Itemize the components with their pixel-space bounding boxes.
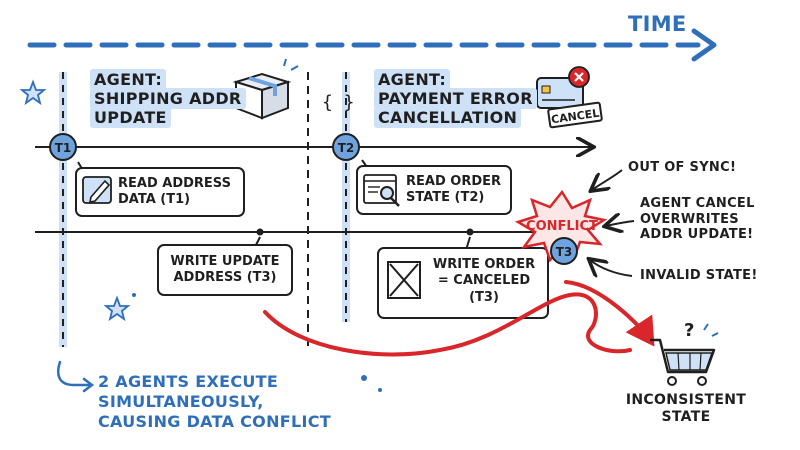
- overwrite-line3: ADDR UPDATE!: [640, 227, 754, 243]
- write-update-text: WRITE UPDATE ADDRESS (T3): [158, 254, 292, 287]
- read-address-text: READ ADDRESS DATA (T1): [118, 176, 231, 209]
- shopping-cart-icon: ?: [650, 320, 719, 386]
- write-update-line2: ADDRESS (T3): [173, 270, 277, 286]
- marker-t2: T2: [332, 133, 360, 161]
- marker-t3-label: T3: [556, 245, 573, 259]
- agent2-title: AGENT: PAYMENT ERROR CANCELLATION: [374, 69, 537, 129]
- overwrite-line2: OVERWRITES: [640, 211, 739, 227]
- agent2-title-line3: CANCELLATION: [374, 107, 522, 129]
- invalid-state-annotation: INVALID STATE!: [640, 268, 758, 283]
- caption-arrow: [57, 360, 92, 387]
- read-order-text: READ ORDER STATE (T2): [406, 174, 501, 207]
- time-axis-arrowhead: [691, 28, 717, 62]
- caption-arrowhead: [82, 377, 95, 393]
- agent2-title-line1: AGENT:: [374, 69, 451, 90]
- overwrite-pointer: [606, 221, 635, 226]
- step-read-address-box: [75, 161, 245, 217]
- read-address-line1: READ ADDRESS: [118, 176, 231, 191]
- marker-t2-label: T2: [338, 141, 355, 155]
- dot-decoration: [378, 388, 382, 392]
- marker-t1-label: T1: [55, 141, 72, 155]
- x-doc-icon: [387, 261, 421, 299]
- marker-t3: T3: [550, 237, 578, 265]
- write-update-line1: WRITE UPDATE: [170, 254, 280, 269]
- credit-card-icon: [536, 66, 590, 109]
- caption-line3: CAUSING DATA CONFLICT: [98, 412, 332, 431]
- caption-line1: 2 AGENTS EXECUTE: [98, 372, 279, 391]
- star-icon: [103, 295, 131, 322]
- out-of-sync-annotation: OUT OF SYNC!: [628, 160, 737, 175]
- sparkle-icon: [283, 58, 299, 71]
- time-label: TIME: [628, 12, 687, 36]
- code-braces: { }: [322, 92, 355, 113]
- result-line2: STATE: [661, 408, 711, 425]
- step-write-update-box: [157, 236, 293, 296]
- write-order-line1: WRITE ORDER: [432, 257, 536, 272]
- read-order-line2: STATE (T2): [406, 190, 485, 206]
- agent1-title-line3: UPDATE: [90, 107, 171, 129]
- agent1-title-line1: AGENT:: [90, 69, 167, 90]
- edit-icon: [82, 176, 112, 204]
- agent1-title-line2: SHIPPING ADDR: [90, 88, 246, 110]
- cancel-stamp-icon: CANCEL: [547, 101, 603, 129]
- svg-text:?: ?: [684, 320, 694, 341]
- marker-t1: T1: [49, 133, 77, 161]
- agent2-title-line2: PAYMENT ERROR: [374, 88, 537, 110]
- invalid-state-pointer: [590, 260, 633, 276]
- write-order-line3: (T3): [469, 289, 499, 305]
- result-arrow: [564, 280, 655, 347]
- overwrite-annotation: AGENT CANCEL OVERWRITES ADDR UPDATE!: [640, 196, 755, 243]
- write-order-point: [466, 228, 474, 236]
- write-update-point: [256, 228, 264, 236]
- search-doc-icon: [363, 174, 400, 207]
- out-of-sync-pointer: [592, 169, 623, 190]
- write-order-text: WRITE ORDER = CANCELED (T3): [424, 257, 544, 306]
- caption-line2: SIMULTANEOUSLY,: [98, 392, 264, 411]
- conflict-label: CONFLICT: [526, 219, 598, 234]
- dot-decoration: [132, 293, 136, 297]
- agent1-title: AGENT: SHIPPING ADDR UPDATE: [90, 69, 246, 129]
- conflict-flow-arrow: [263, 292, 632, 357]
- dot-decoration: [361, 375, 367, 381]
- read-order-line1: READ ORDER: [406, 174, 502, 189]
- write-order-line2: = CANCELED: [437, 273, 531, 289]
- agent2-lane-band: [342, 72, 350, 322]
- inconsistent-state-label: INCONSISTENT STATE: [612, 392, 760, 426]
- caption: 2 AGENTS EXECUTE SIMULTANEOUSLY, CAUSING…: [98, 372, 331, 432]
- overwrite-line1: AGENT CANCEL: [640, 196, 755, 211]
- result-line1: INCONSISTENT: [625, 392, 747, 408]
- star-icon: [19, 79, 47, 106]
- agent1-lane-band: [59, 72, 67, 347]
- read-address-line2: DATA (T1): [118, 192, 191, 208]
